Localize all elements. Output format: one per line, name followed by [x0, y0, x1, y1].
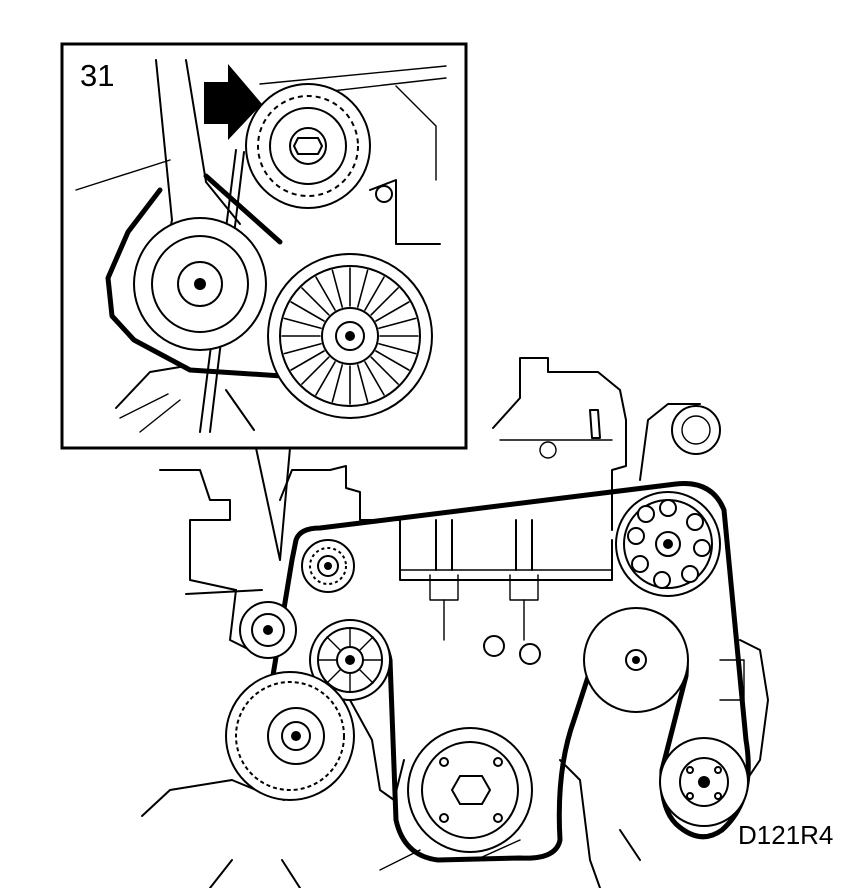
inset-tensioner-pulley — [133, 217, 267, 351]
pulley-rib — [378, 342, 417, 355]
crankshaft-pulley — [407, 727, 533, 853]
ac-compressor-pulley — [659, 737, 749, 827]
inset-ribbed-pulley — [267, 253, 433, 419]
pulley-rib — [370, 356, 399, 385]
pulley-rib — [370, 287, 399, 316]
pulley-rib — [364, 276, 385, 311]
pulley-rib — [375, 301, 410, 322]
pulley-rib — [331, 364, 344, 403]
drawing-code: D121R4 — [738, 820, 834, 850]
pulley-rib — [315, 361, 336, 396]
tensioner-pulley — [309, 619, 391, 701]
alternator-pulley — [225, 671, 355, 801]
pulley-rib — [290, 350, 325, 371]
idler-pulley-upper — [301, 539, 355, 593]
callout-number: 31 — [80, 58, 115, 93]
pulley-rib — [301, 287, 330, 316]
pulley-rib — [315, 276, 336, 311]
pulley-rib — [283, 317, 322, 330]
pulley-rib — [283, 342, 322, 355]
pulley-rib — [331, 269, 344, 308]
engine-outline — [141, 357, 769, 888]
detail-inset — [60, 42, 468, 450]
pulley-rib — [375, 350, 410, 371]
callout-pointer — [255, 447, 291, 561]
pulley-rib — [356, 269, 369, 308]
pulley-rib — [356, 364, 369, 403]
pulley-rib — [378, 317, 417, 330]
inset-idler-pulley — [245, 83, 371, 209]
pulley-rib — [364, 361, 385, 396]
water-pump-pulley — [583, 607, 689, 713]
power-steering-pulley — [615, 491, 721, 597]
idler-pulley-left — [239, 601, 297, 659]
pulley-rib — [301, 356, 330, 385]
direction-arrow-icon — [204, 64, 262, 140]
pulley-rib — [290, 301, 325, 322]
